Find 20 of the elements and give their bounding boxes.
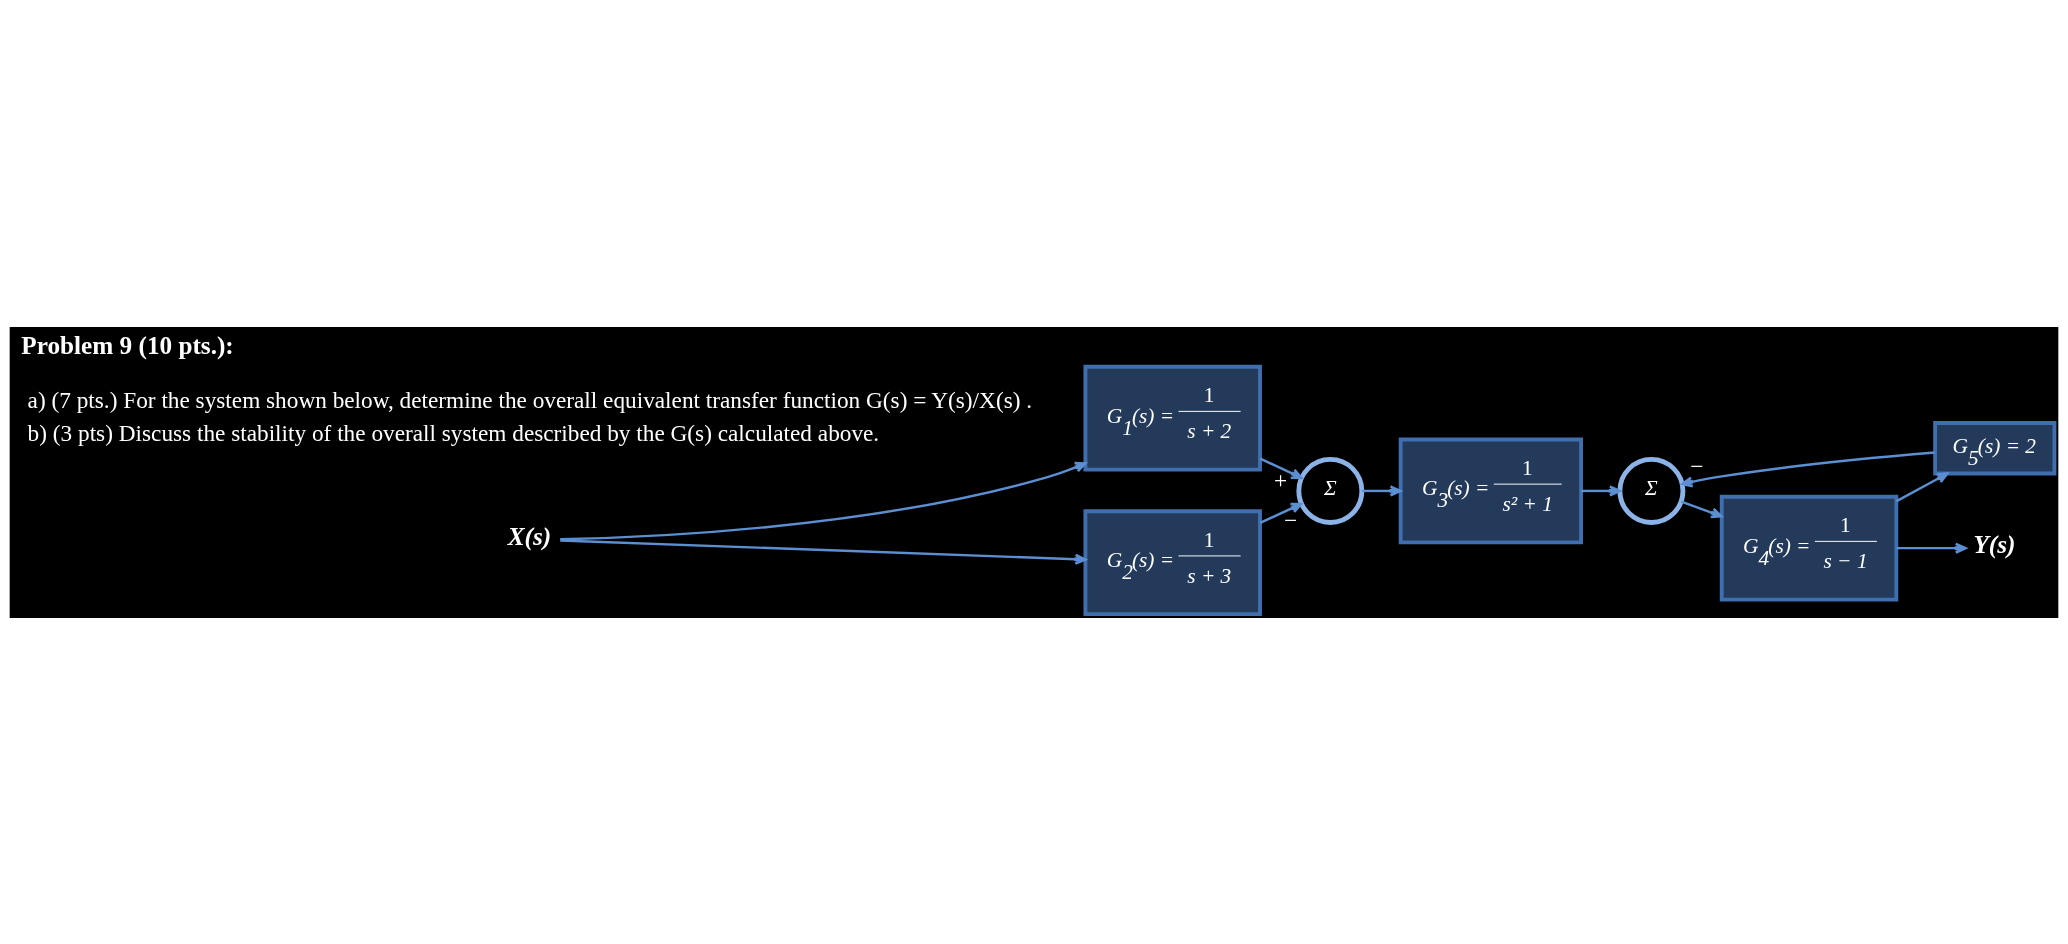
- arrow: [1680, 499, 1723, 518]
- edge-label: −: [1283, 506, 1298, 533]
- label: a) (7 pts.) For the system shown below, determine the overall equivalent transfer function G(s) = Y(s)/X(s) .: [27, 386, 1033, 413]
- arrow: [560, 538, 1087, 565]
- arrow: [1361, 484, 1402, 496]
- arrow: [560, 461, 1087, 540]
- node-text: Y(s): [1973, 530, 2016, 558]
- label: b) (3 pts) Discuss the stability of the overall system described by the G(s) calculated above.: [27, 419, 880, 446]
- edge-label: −: [1690, 452, 1704, 479]
- edge-label: +: [1273, 466, 1288, 493]
- arrow: [1681, 450, 1936, 487]
- arrow: [1259, 457, 1303, 479]
- diagram-title: Problem 9 (10 pts.):: [21, 331, 234, 359]
- node-circle: Σ: [1617, 456, 1686, 525]
- arrow: [1896, 542, 1967, 554]
- node-text: X(s): [507, 522, 552, 550]
- arrow: [1581, 484, 1621, 496]
- arrow: [1895, 471, 1949, 502]
- node-circle: Σ: [1296, 456, 1365, 525]
- arrow: [1259, 502, 1303, 524]
